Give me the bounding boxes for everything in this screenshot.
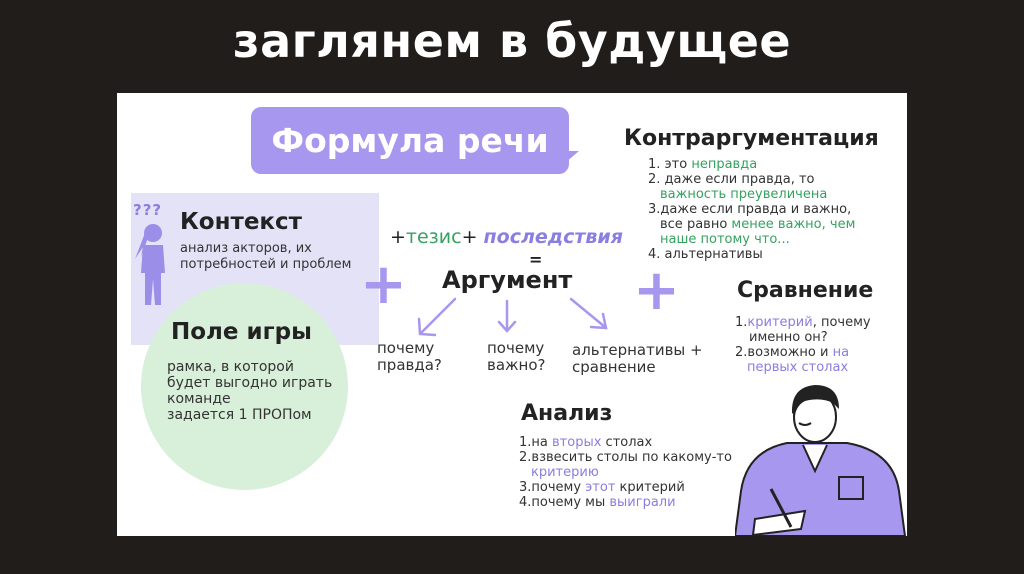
analysis-list: 1.на вторых столах 2.взвесить столы по к… xyxy=(519,435,732,510)
question-true: почему правда? xyxy=(377,340,442,374)
item-highlight: вторых xyxy=(552,435,602,450)
item-text: все равно xyxy=(660,217,732,232)
item-highlight: важность преувеличена xyxy=(660,187,828,202)
list-item: наше потому что... xyxy=(648,232,855,247)
argument-heading: Аргумент xyxy=(442,266,573,294)
equals-sign: = xyxy=(529,250,543,269)
list-item: важность преувеличена xyxy=(648,187,855,202)
game-field-heading: Поле игры xyxy=(171,319,312,345)
item-highlight: первых столах xyxy=(747,360,849,375)
item-highlight: наше потому что... xyxy=(660,232,790,247)
comparison-list: 1.критерий, почему именно он? 2.возможно… xyxy=(735,315,871,375)
item-highlight: неправда xyxy=(691,157,758,172)
question-marks: ??? xyxy=(133,201,163,219)
item-text: 2. даже если правда, то xyxy=(648,172,815,187)
list-item: 3.почему этот критерий xyxy=(519,480,732,495)
list-item: 4.почему мы выиграли xyxy=(519,495,732,510)
list-item: 2.взвесить столы по какому-то xyxy=(519,450,732,465)
counter-heading: Контраргументация xyxy=(624,126,879,151)
plus-right: + xyxy=(633,258,680,323)
item-text: 3.почему xyxy=(519,480,586,495)
bubble-tail xyxy=(565,151,579,163)
item-text: , почему xyxy=(812,315,871,330)
question-line: сравнение xyxy=(572,358,656,376)
arrow-down-left-icon xyxy=(417,297,457,337)
list-item: 1. это неправда xyxy=(648,157,855,172)
list-item: 2. даже если правда, то xyxy=(648,172,855,187)
thesis-mid: + xyxy=(461,226,484,248)
game-field-circle xyxy=(141,283,348,490)
list-item: 3.даже если правда и важно, xyxy=(648,202,855,217)
list-item: критерию xyxy=(519,465,732,480)
item-text: 4.почему мы xyxy=(519,495,610,510)
thesis-prefix: + xyxy=(390,226,406,248)
game-field-line: рамка, в которой xyxy=(167,359,294,375)
formula-bubble: Формула речи xyxy=(251,107,569,174)
formula-label: Формула речи xyxy=(271,121,549,160)
item-text: 1. xyxy=(735,315,748,330)
counter-list: 1. это неправда 2. даже если правда, то … xyxy=(648,157,855,262)
item-text: 3.даже если правда и важно, xyxy=(648,202,852,217)
slide-title: заглянем в будущее xyxy=(232,14,792,68)
question-line: альтернативы + xyxy=(572,341,703,359)
context-text: анализ акторов, их потребностей и пробле… xyxy=(180,241,351,273)
list-item: 2.возможно и на xyxy=(735,345,871,360)
slide-card: Формула речи ??? Контекст анализ акторов… xyxy=(117,93,907,536)
thinking-person-icon xyxy=(135,224,165,305)
thesis-word: тезис xyxy=(405,226,462,248)
list-item: 1.критерий, почему xyxy=(735,315,871,330)
question-line: почему xyxy=(487,339,545,357)
item-highlight: этот xyxy=(585,480,616,495)
list-item: именно он? xyxy=(735,330,871,345)
item-highlight: критерию xyxy=(531,465,599,480)
comparison-heading: Сравнение xyxy=(737,278,874,303)
thesis-formula: +тезис+ последствия xyxy=(390,226,623,248)
context-text-line: анализ акторов, их xyxy=(180,241,312,256)
plus-left: + xyxy=(360,252,407,317)
question-line: правда? xyxy=(377,356,442,374)
question-alternatives: альтернативы + сравнение xyxy=(572,342,703,376)
question-line: важно? xyxy=(487,356,546,374)
item-text: 2.возможно и xyxy=(735,345,833,360)
question-important: почему важно? xyxy=(487,340,546,374)
game-field-line: команде xyxy=(167,391,231,407)
item-text: 4. альтернативы xyxy=(648,247,763,262)
game-field-line: будет выгодно играть xyxy=(167,375,333,391)
consequences-word: последствия xyxy=(483,226,623,248)
item-text: столах xyxy=(601,435,653,450)
list-item: первых столах xyxy=(735,360,871,375)
item-highlight: выиграли xyxy=(609,495,676,510)
arrows-group xyxy=(417,297,608,337)
item-highlight: на xyxy=(832,345,850,360)
analysis-heading: Анализ xyxy=(521,401,613,426)
context-heading: Контекст xyxy=(180,209,302,235)
list-item: все равно менее важно, чем xyxy=(648,217,855,232)
arrow-down-icon xyxy=(497,299,517,333)
game-field-text: рамка, в которой будет выгодно играть ко… xyxy=(167,359,332,423)
item-text: 2.взвесить столы по какому-то xyxy=(519,450,732,465)
item-highlight: критерий xyxy=(747,315,813,330)
context-text-line: потребностей и проблем xyxy=(180,257,352,272)
item-text: 1.на xyxy=(519,435,553,450)
item-text: критерий xyxy=(615,480,685,495)
writing-person-icon xyxy=(735,385,907,536)
list-item: 4. альтернативы xyxy=(648,247,855,262)
list-item: 1.на вторых столах xyxy=(519,435,732,450)
arrow-down-right-icon xyxy=(569,297,608,330)
item-text: 1. это xyxy=(648,157,692,172)
item-highlight: менее важно, чем xyxy=(731,217,856,232)
question-line: почему xyxy=(377,339,435,357)
game-field-line: задается 1 ПРОПом xyxy=(167,407,312,423)
item-text: именно он? xyxy=(749,330,828,345)
